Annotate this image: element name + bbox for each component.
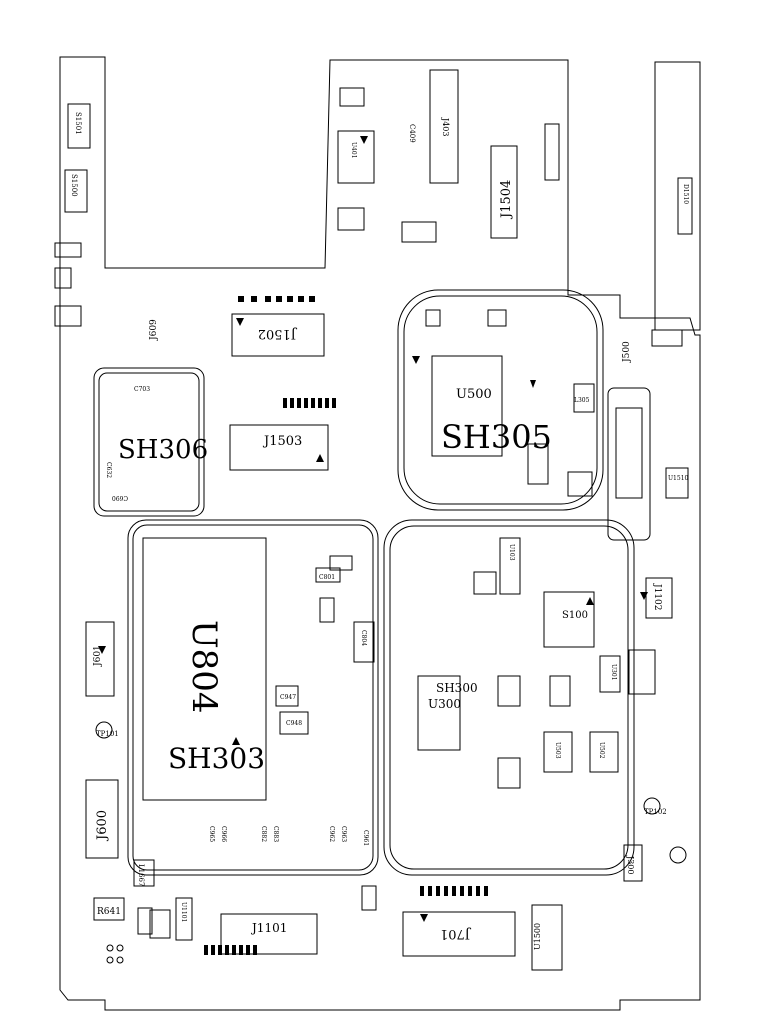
connector-j403-label: J403	[441, 117, 450, 136]
part-c948-label: C948	[286, 720, 302, 727]
part-c961-label: C961	[362, 830, 369, 846]
shield-frame-sh306	[93, 367, 205, 517]
part-u301-label: U301	[610, 664, 617, 681]
board-outline-left	[59, 56, 701, 1011]
part-c690-label: C690	[112, 494, 128, 501]
part-c804-label: C804	[360, 630, 367, 646]
chip-u300-label: U300	[428, 697, 461, 711]
part-r641-label: R641	[97, 907, 121, 917]
shield-frame-sh303	[127, 519, 379, 876]
connector-j601-label: J601	[93, 645, 103, 667]
part-c965-label: C965	[208, 826, 215, 842]
connector-j1101-label: J1101	[250, 921, 287, 935]
part-c632-label: C632	[105, 462, 112, 478]
part-l305-label: L305	[574, 397, 590, 404]
connector-j600-label: J600	[95, 810, 110, 842]
part-c409-label: C409	[408, 124, 416, 143]
shield-sh303-label: SH303	[168, 742, 265, 775]
part-c962-label: C962	[328, 826, 335, 842]
part-c947-label: C947	[280, 694, 296, 701]
part-c963-label: C963	[340, 826, 347, 842]
part-u503-label: U503	[554, 742, 561, 759]
shield-frame-sh305	[397, 289, 604, 511]
shield-sh300-label: SH300	[436, 681, 478, 695]
connector-j500-label: J500	[622, 341, 632, 363]
part-tp101-label: TP101	[96, 730, 119, 738]
part-c882-label: C882	[260, 826, 267, 842]
part-tp102-label: TP102	[644, 808, 667, 816]
part-d1510-label: D1510	[682, 184, 689, 204]
connector-j1503-label: J1503	[262, 434, 302, 449]
part-s1501-label: S1501	[74, 112, 82, 135]
connector-j300-label: J300	[626, 855, 635, 874]
connector-j609-label: J609	[149, 319, 159, 341]
chip-s100-label: S100	[562, 610, 588, 621]
part-c703-label: C703	[134, 386, 150, 393]
shield-sh305-label: SH305	[441, 418, 552, 456]
connector-j701-label: J701	[440, 926, 472, 941]
part-u401-label: U401	[350, 142, 357, 159]
part-u1101-label: U1101	[180, 902, 187, 922]
connector-j1502-label: J1502	[258, 326, 298, 341]
part-u1500-label: U1500	[533, 923, 542, 950]
chip-u500-label: U500	[456, 387, 492, 402]
part-s1500-label: S1500	[70, 174, 78, 197]
chip-u804-body	[142, 537, 267, 801]
part-c801-label: C801	[319, 574, 335, 581]
part-u502-label: U502	[598, 742, 605, 759]
part-u103-label: U103	[508, 544, 515, 561]
part-c966-label: C966	[220, 826, 227, 842]
connector-j1504-label: J1504	[499, 180, 514, 220]
board-outline-right	[654, 61, 701, 331]
shield-sh306-label: SH306	[118, 435, 208, 465]
part-l1667-label: L1667	[137, 864, 145, 886]
connector-j1102-label: J1102	[652, 583, 662, 611]
part-c883-label: C883	[272, 826, 279, 842]
chip-u804-label: U804	[184, 620, 224, 714]
shield-frame-sh300	[383, 519, 635, 876]
part-u1510-label: U1510	[668, 475, 689, 482]
